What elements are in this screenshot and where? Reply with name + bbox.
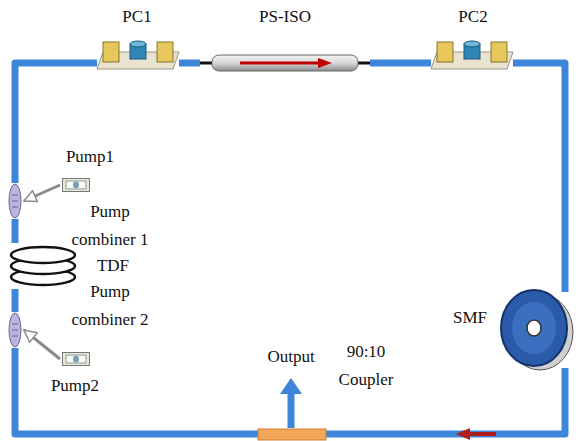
coupler-icon xyxy=(258,429,326,440)
fiber-link xyxy=(12,219,19,243)
fiber-coil: TDF xyxy=(8,243,78,289)
polarization-controller-icon xyxy=(431,38,513,70)
component-label: Pump combiner 1 xyxy=(60,198,160,254)
component-label: PC2 xyxy=(458,3,487,31)
polarization-controller-icon xyxy=(97,38,179,70)
component-label: SMF xyxy=(453,304,487,332)
output-label: Output xyxy=(267,343,314,371)
component-label: Pump2 xyxy=(51,372,99,400)
fiber-link xyxy=(513,63,565,292)
fiber-spool: SMF xyxy=(500,288,574,372)
isolator-icon xyxy=(200,54,370,72)
coupler: 90:10 Coupler xyxy=(258,429,326,440)
fiber-coil-icon xyxy=(8,243,78,289)
direction-arrow-head xyxy=(456,428,470,440)
fiber-link xyxy=(12,289,19,312)
pump-laser: Pump2 xyxy=(62,352,90,366)
pump-combiner: Pump combiner 2 xyxy=(8,312,22,348)
polarization-controller: PC1 xyxy=(97,38,179,70)
pump-laser-icon xyxy=(62,352,90,366)
fiber-link xyxy=(15,348,258,434)
component-label: 90:10 Coupler xyxy=(331,338,401,394)
pump-combiner-icon xyxy=(8,312,22,348)
pump-combiner-icon xyxy=(8,183,22,219)
fiber-link xyxy=(370,60,431,67)
component-label: Pump1 xyxy=(66,143,114,171)
component-label: PS-ISO xyxy=(259,3,311,31)
output-arrow-head xyxy=(280,378,302,394)
component-label: PC1 xyxy=(122,3,151,31)
fiber-spool-icon xyxy=(500,288,574,372)
pump-laser-icon xyxy=(62,178,90,192)
polarization-controller: PC2 xyxy=(431,38,513,70)
direction-arrow-shaft xyxy=(468,432,496,436)
pump-arrow xyxy=(24,330,60,359)
output-arrow-shaft xyxy=(288,392,295,428)
isolator: PS-ISO xyxy=(200,54,370,72)
pump-combiner: Pump combiner 1 xyxy=(8,183,22,219)
component-label: TDF xyxy=(97,252,129,280)
pump-laser: Pump1 xyxy=(62,178,90,192)
component-label: Pump combiner 2 xyxy=(60,278,160,334)
fiber-link xyxy=(179,60,200,67)
pump-arrow xyxy=(24,185,60,201)
